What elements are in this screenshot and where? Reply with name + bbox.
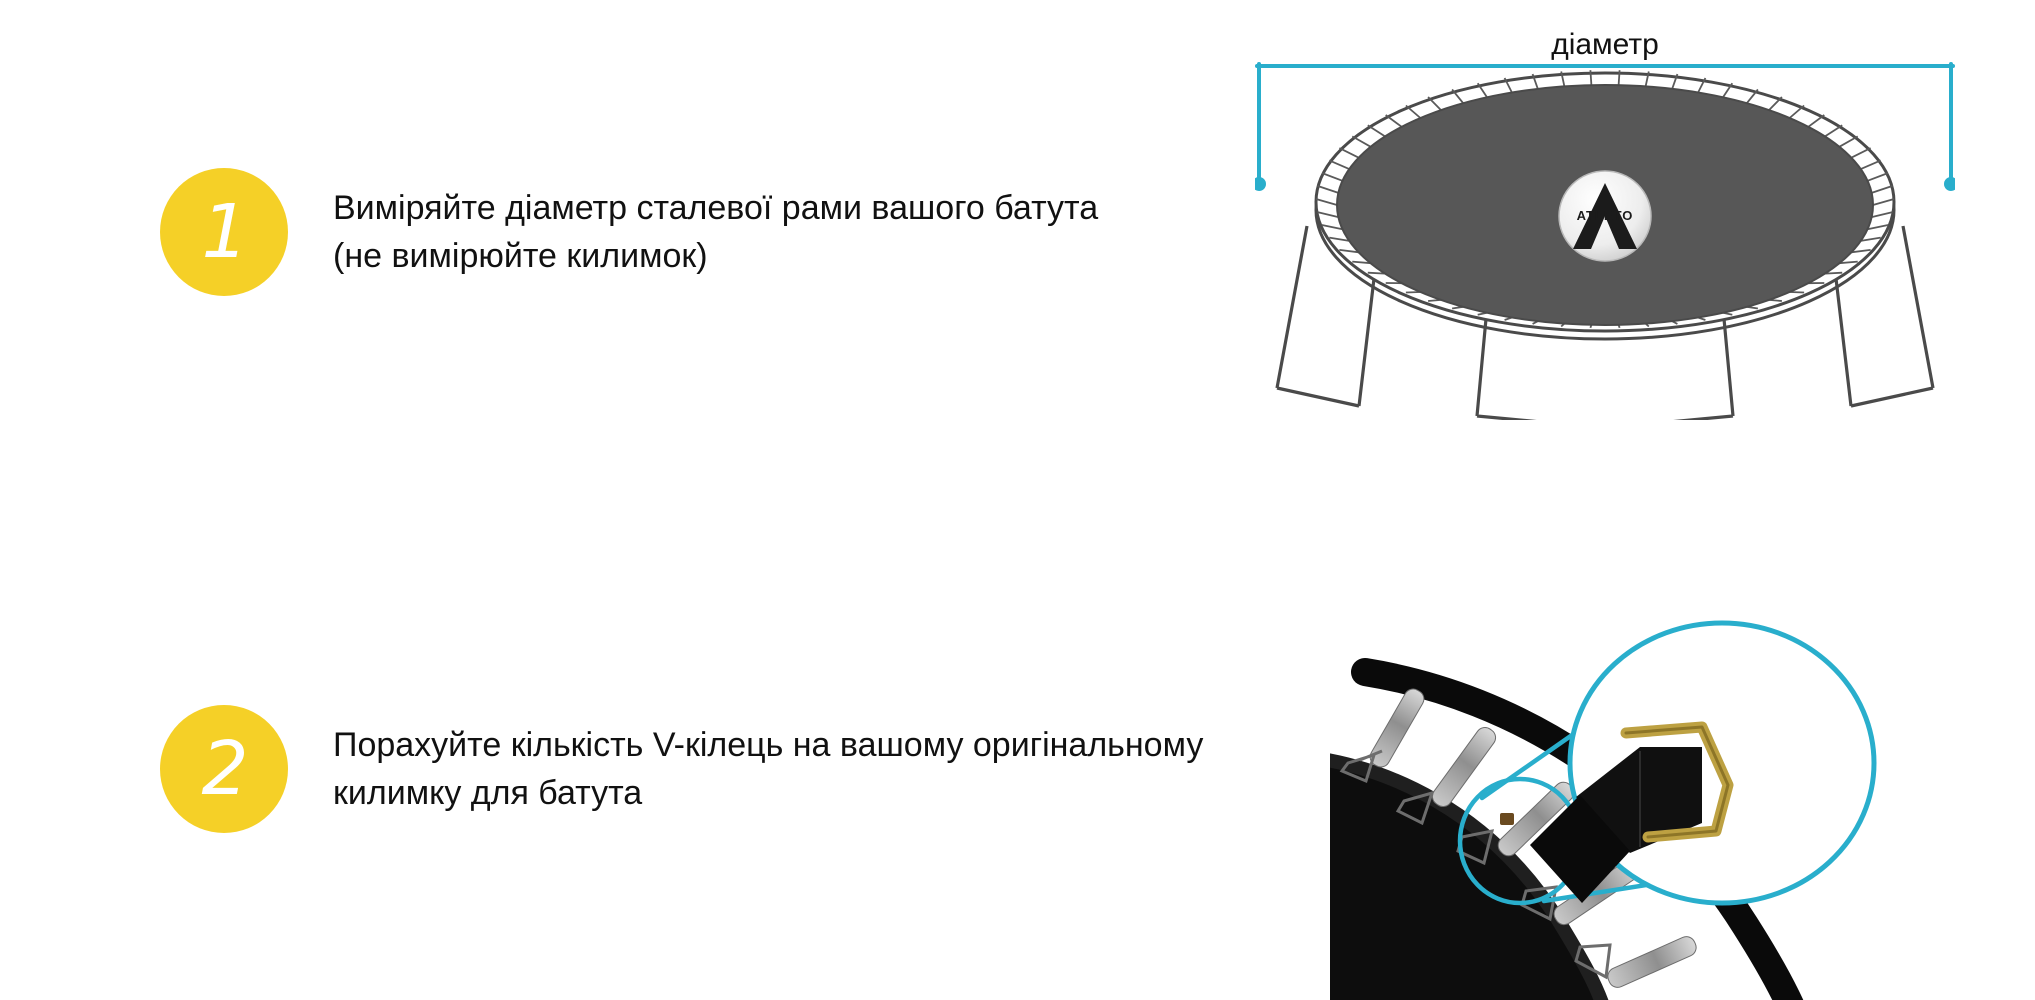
brand-logo-text: ATLETO bbox=[1577, 208, 1634, 223]
step-text-1: Виміряйте діаметр сталевої рами вашого б… bbox=[333, 189, 1099, 276]
diameter-dimension-bracket bbox=[1255, 62, 1955, 191]
step-number-badge-2: 2 bbox=[160, 705, 288, 833]
dimension-endpoint-left bbox=[1255, 177, 1266, 191]
vring-detail-diagram bbox=[1330, 615, 2030, 1000]
dimension-endpoint-right bbox=[1944, 177, 1955, 191]
step-item-2: 2 Порахуйте кількість V-кілець на вашому… bbox=[160, 705, 1203, 833]
step-text-2: Порахуйте кількість V-кілець на вашому о… bbox=[333, 726, 1204, 813]
step-number-badge-1: 1 bbox=[160, 168, 288, 296]
mat-strap bbox=[1530, 747, 1702, 903]
trampoline-diagram: ATLETO bbox=[1255, 20, 1955, 420]
trampoline-mat-black bbox=[1330, 760, 1600, 1000]
step-item-1: 1 Виміряйте діаметр сталевої рами вашого… bbox=[160, 168, 1098, 296]
diameter-label: діаметр bbox=[1551, 28, 1659, 61]
vring-magnified-callout bbox=[1530, 620, 1877, 906]
step-number-1: 1 bbox=[201, 189, 248, 275]
trampoline-legs bbox=[1275, 225, 1935, 420]
step-number-2: 2 bbox=[201, 726, 248, 812]
brand-logo: ATLETO bbox=[1558, 170, 1652, 262]
